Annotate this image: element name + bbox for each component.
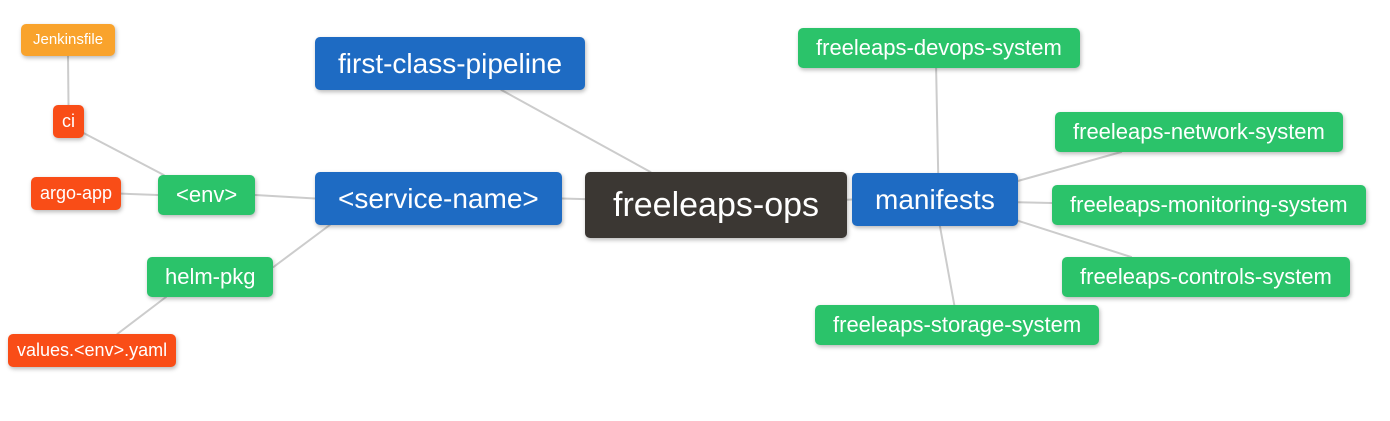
node-freeleaps-controls-system[interactable]: freeleaps-controls-system xyxy=(1062,257,1350,297)
node-jenkinsfile[interactable]: Jenkinsfile xyxy=(21,24,116,56)
node-first-class-pipeline[interactable]: first-class-pipeline xyxy=(315,37,586,91)
node-freeleaps-devops-system[interactable]: freeleaps-devops-system xyxy=(798,28,1080,68)
node-values-env-yaml[interactable]: values.<env>.yaml xyxy=(8,334,177,368)
node-freeleaps-storage-system[interactable]: freeleaps-storage-system xyxy=(815,305,1100,345)
node-freeleaps-network-system[interactable]: freeleaps-network-system xyxy=(1055,112,1343,152)
node-argo-app[interactable]: argo-app xyxy=(31,177,122,211)
node-env[interactable]: <env> xyxy=(158,175,256,215)
node-helm-pkg[interactable]: helm-pkg xyxy=(147,257,274,297)
node-freeleaps-monitoring-system[interactable]: freeleaps-monitoring-system xyxy=(1052,185,1366,225)
node-service-name[interactable]: <service-name> xyxy=(315,172,562,226)
node-freeleaps-ops-root[interactable]: freeleaps-ops xyxy=(585,172,848,239)
node-ci[interactable]: ci xyxy=(53,105,84,139)
node-manifests[interactable]: manifests xyxy=(852,173,1018,227)
